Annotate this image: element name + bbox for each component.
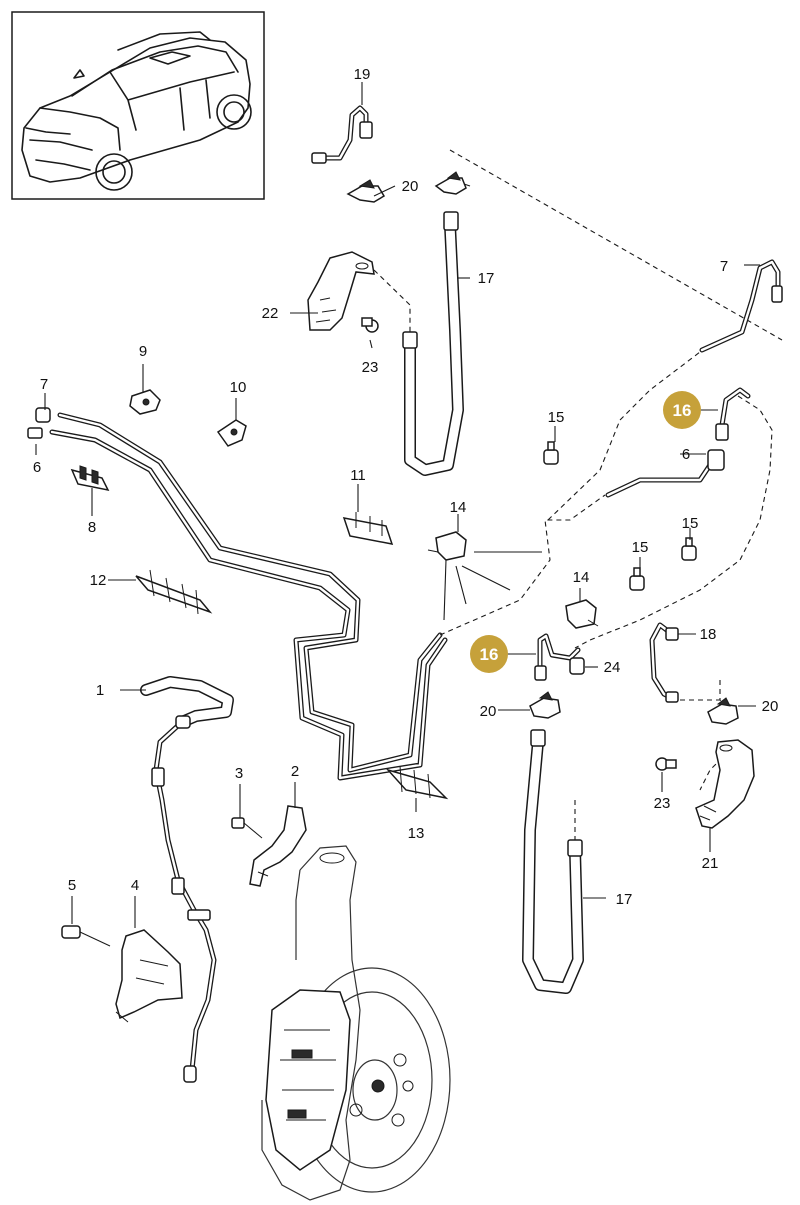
highlight-label-lower: 16 [480,645,499,664]
callout-7-left[interactable]: 7 [40,376,48,393]
bolt-23-upper [361,317,379,333]
callout-20-lower-right[interactable]: 20 [762,698,779,715]
callout-21[interactable]: 21 [702,855,719,872]
callout-6-left[interactable]: 6 [33,459,41,476]
brake-line-fittings-left [27,285,783,471]
callout-11[interactable]: 11 [350,467,366,484]
clip-10 [216,419,247,447]
part-16-upper-line [715,387,751,441]
bleed-cap-15-c [629,567,645,591]
clip-9 [129,389,161,415]
clip-11 [342,512,394,545]
callout-8[interactable]: 8 [88,519,96,536]
callout-13[interactable]: 13 [408,825,425,842]
bolt-23-lower [655,757,677,771]
bracket-21 [695,739,755,829]
highlight-label-upper: 16 [673,401,692,420]
callout-1[interactable]: 1 [96,682,104,699]
callout-18[interactable]: 18 [700,626,717,643]
callout-23-upper[interactable]: 23 [362,359,379,376]
clip-14-upper [427,531,467,561]
callout-17-lower[interactable]: 17 [616,891,633,908]
callout-10[interactable]: 10 [230,379,247,396]
callout-20-upper[interactable]: 20 [402,178,419,195]
leader-lines [35,82,760,928]
lower-hose-17 [522,729,584,994]
callout-20-lower-left[interactable]: 20 [480,703,497,720]
highlight-callout-16-lower[interactable]: 16 [470,635,508,673]
upper-hose-17 [402,211,464,476]
callout-3[interactable]: 3 [235,765,243,782]
callout-12[interactable]: 12 [90,572,107,589]
highlight-badge-upper [663,391,701,429]
sensor-cable-1 [140,676,234,1083]
bleed-cap-15-b [681,537,697,561]
clip-14-lower [565,599,599,629]
callout-17-upper[interactable]: 17 [478,270,495,287]
callout-9[interactable]: 9 [139,343,147,360]
callout-15-c[interactable]: 15 [632,539,649,556]
callout-15-a[interactable]: 15 [548,409,565,426]
bracket-4 [115,929,183,1023]
upper-line-19 [311,105,373,164]
bleed-cap-15-a [543,441,559,465]
callout-19[interactable]: 19 [354,66,371,83]
callout-24[interactable]: 24 [604,659,621,676]
callout-7-right[interactable]: 7 [720,258,728,275]
clip-13 [385,765,449,800]
callout-22[interactable]: 22 [262,305,279,322]
callout-labels: 19 20 17 22 23 7 9 10 7 6 8 11 14 15 6 1… [33,66,779,908]
routing-dashed-lines [373,149,783,845]
vehicle-thumbnail [11,11,265,200]
clip-12 [135,569,213,615]
clip-20-upper-left [346,179,386,203]
callout-2[interactable]: 2 [291,763,299,780]
bracket-2 [249,805,307,887]
highlight-callout-16-upper[interactable]: 16 [663,391,701,429]
bracket-22 [307,251,375,331]
callout-15-b[interactable]: 15 [682,515,699,532]
callout-14-lower[interactable]: 14 [573,569,590,586]
suv-illustration [21,31,252,191]
callout-4[interactable]: 4 [131,877,139,894]
part-16-lower-line [534,633,581,681]
callout-14-upper[interactable]: 14 [450,499,467,516]
highlight-badge-lower [470,635,508,673]
callout-23-lower[interactable]: 23 [654,795,671,812]
clip-20-upper-right [434,171,467,195]
callout-5[interactable]: 5 [68,877,76,894]
bolt-5 [61,925,111,947]
clip-8 [70,465,110,492]
callout-6-right[interactable]: 6 [682,446,690,463]
clip-20-lower-right [707,697,739,725]
bolt-3 [231,817,263,839]
brake-assembly [261,845,451,1201]
line-18 [649,622,679,703]
grommet-24 [569,657,585,675]
brake-line-bundle [49,259,781,781]
clip-20-lower-left [529,691,561,719]
